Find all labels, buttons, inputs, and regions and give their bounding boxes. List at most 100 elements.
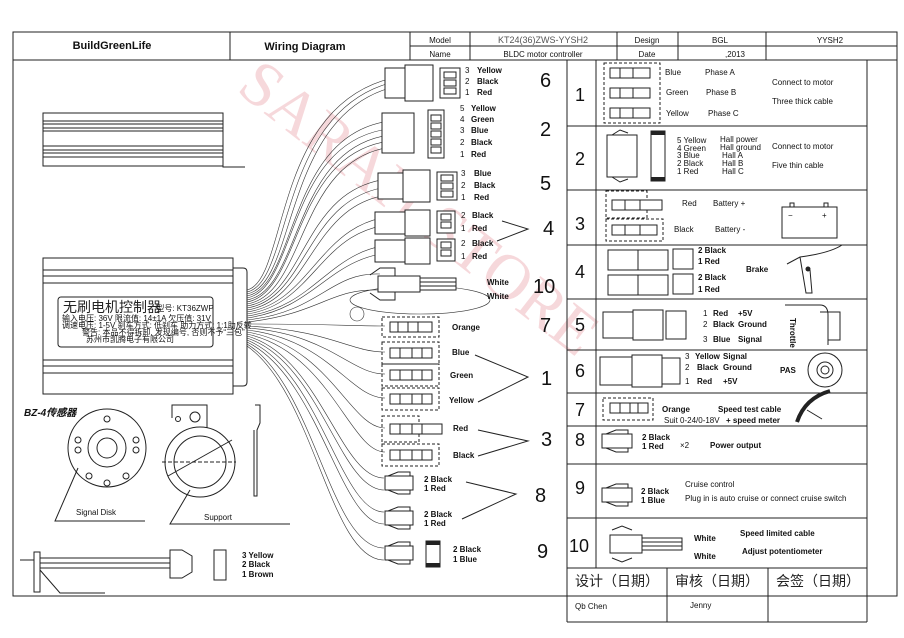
pas-disk-icon [807, 352, 843, 388]
svg-text:Blue: Blue [452, 348, 470, 357]
legend-row-1: 1 Blue Phase A Green Phase B Yellow Phas… [575, 62, 834, 124]
group-number-1: 1 [541, 368, 552, 390]
svg-text:Red: Red [472, 252, 487, 261]
outer-frame [12, 31, 898, 597]
svg-text:Blue: Blue [474, 169, 492, 178]
svg-text:1 Red: 1 Red [424, 484, 446, 493]
svg-text:3 Blue: 3 Blue [677, 151, 700, 160]
svg-text:3: 3 [575, 214, 585, 234]
svg-text:5: 5 [460, 104, 465, 113]
svg-text:Black: Black [472, 239, 494, 248]
title-block: BuildGreenLife Wiring Diagram Model KT24… [13, 32, 897, 61]
svg-text:4: 4 [460, 115, 465, 124]
svg-text:Adjust potentiometer: Adjust potentiometer [742, 547, 822, 556]
svg-text:Speed limited cable: Speed limited cable [740, 529, 815, 538]
controller-label-maker: 苏州市凯腾电子有限公司 [86, 334, 174, 344]
controller-label-title: 无刷电机控制器 [63, 299, 161, 315]
svg-text:Red: Red [474, 193, 489, 202]
svg-text:White: White [487, 292, 509, 301]
svg-text:Signal: Signal [723, 352, 747, 361]
svg-text:3: 3 [461, 169, 466, 178]
battery-icon [781, 206, 838, 239]
svg-text:−: − [788, 211, 793, 220]
svg-text:Black: Black [453, 451, 475, 460]
group-number-7: 7 [540, 315, 551, 337]
svg-text:1 Blue: 1 Blue [453, 555, 478, 564]
brake-lever-icon [786, 244, 843, 294]
controller-top-view: 无刷电机控制器 型号: KT36ZWP 输入电压: 36V 限流值: 14±1A… [42, 257, 252, 395]
svg-text:1 Red: 1 Red [698, 285, 720, 294]
svg-text:1: 1 [461, 224, 466, 233]
svg-text:1 Blue: 1 Blue [641, 496, 666, 505]
svg-text:5 Yellow: 5 Yellow [677, 136, 707, 145]
design-code: YYSH2 [817, 36, 844, 45]
svg-text:Connect to motor: Connect to motor [772, 142, 834, 151]
group-number-9: 9 [537, 541, 548, 563]
legend-row-8: 8 2 Black 1 Red ×2 Power output [575, 429, 761, 453]
center-connector-8: 2 Black 1 Red 2 Black 1 Red 8 [384, 471, 546, 530]
svg-text:+: + [822, 211, 827, 220]
svg-text:White: White [487, 278, 509, 287]
model-value: KT24(36)ZWS-YYSH2 [498, 35, 588, 45]
svg-text:1 Brown: 1 Brown [242, 570, 274, 579]
svg-text:Red: Red [453, 424, 468, 433]
legend-row-4: 4 2 Black 1 Red 2 Black 1 Red Brake [575, 244, 843, 296]
svg-text:Yellow: Yellow [695, 352, 721, 361]
center-connector-6: 3 Yellow 2 Black 1 Red 6 [384, 64, 551, 102]
svg-text:1: 1 [465, 88, 470, 97]
svg-text:2: 2 [461, 211, 466, 220]
center-connector-4: 2 Black 1 Red 2 Black 1 Red 4 [374, 209, 554, 265]
svg-text:Phase C: Phase C [708, 109, 739, 118]
legend-row-5: 5 1 Red +5V 2 Black Ground 3 Blue Signal… [575, 304, 841, 348]
svg-text:Ground: Ground [738, 320, 767, 329]
svg-text:Power output: Power output [710, 441, 761, 450]
throttle-icon [785, 304, 841, 345]
svg-text:10: 10 [569, 536, 589, 556]
group-number-10: 10 [533, 276, 555, 298]
svg-text:8: 8 [575, 430, 585, 450]
svg-text:4 Green: 4 Green [677, 144, 706, 153]
group-number-8: 8 [535, 485, 546, 507]
svg-text:9: 9 [575, 478, 585, 498]
svg-text:Blue: Blue [713, 335, 731, 344]
svg-text:Battery -: Battery - [715, 225, 746, 234]
svg-text:+ speed meter: + speed meter [726, 416, 780, 425]
name-label: Name [429, 50, 451, 59]
svg-text:Five thin cable: Five thin cable [772, 161, 824, 170]
svg-text:3: 3 [465, 66, 470, 75]
svg-text:Signal: Signal [738, 335, 762, 344]
legend-row-7: 7 Orange Speed test cable Suit 0-24/0-18… [575, 389, 831, 425]
company-name: BuildGreenLife [73, 40, 152, 52]
svg-text:2 Black: 2 Black [641, 487, 670, 496]
svg-text:Black: Black [674, 225, 695, 234]
legend-row-2: 2 5 Yellow 4 Green 3 Blue 2 Black 1 Red … [575, 129, 834, 183]
svg-text:×2: ×2 [680, 441, 690, 450]
svg-text:2 Black: 2 Black [424, 510, 453, 519]
svg-text:2 Black: 2 Black [698, 246, 727, 255]
center-connector-5: 3 Blue 2 Black 1 Red 5 [377, 169, 551, 203]
svg-text:2: 2 [461, 181, 466, 190]
speed-meter-icon [795, 389, 831, 423]
svg-text:Yellow: Yellow [666, 109, 689, 118]
svg-text:2 Black: 2 Black [453, 545, 482, 554]
svg-text:2 Black: 2 Black [698, 273, 727, 282]
svg-text:Red: Red [477, 88, 492, 97]
legend-row-10: 10 White White Speed limited cable Adjus… [569, 525, 822, 563]
center-connector-1: Blue Green Yellow 1 [381, 341, 552, 411]
legend-table [566, 60, 868, 597]
group-number-2: 2 [540, 119, 551, 141]
svg-text:Green: Green [666, 88, 688, 97]
svg-text:Orange: Orange [662, 405, 691, 414]
pas-sensor-drawing: BZ-4传感器 Signal Disk Support 3 Yellow 2 B… [20, 404, 290, 594]
svg-text:+5V: +5V [723, 377, 738, 386]
svg-text:Phase A: Phase A [705, 68, 735, 77]
svg-text:2: 2 [460, 138, 465, 147]
svg-text:3 Yellow: 3 Yellow [242, 551, 274, 560]
controller-label-model: 型号: KT36ZWP [156, 304, 213, 313]
svg-text:Hall C: Hall C [722, 167, 744, 176]
svg-text:Ground: Ground [723, 363, 752, 372]
model-label: Model [429, 36, 451, 45]
name-value: BLDC motor controller [503, 50, 582, 59]
svg-text:Green: Green [450, 371, 473, 380]
